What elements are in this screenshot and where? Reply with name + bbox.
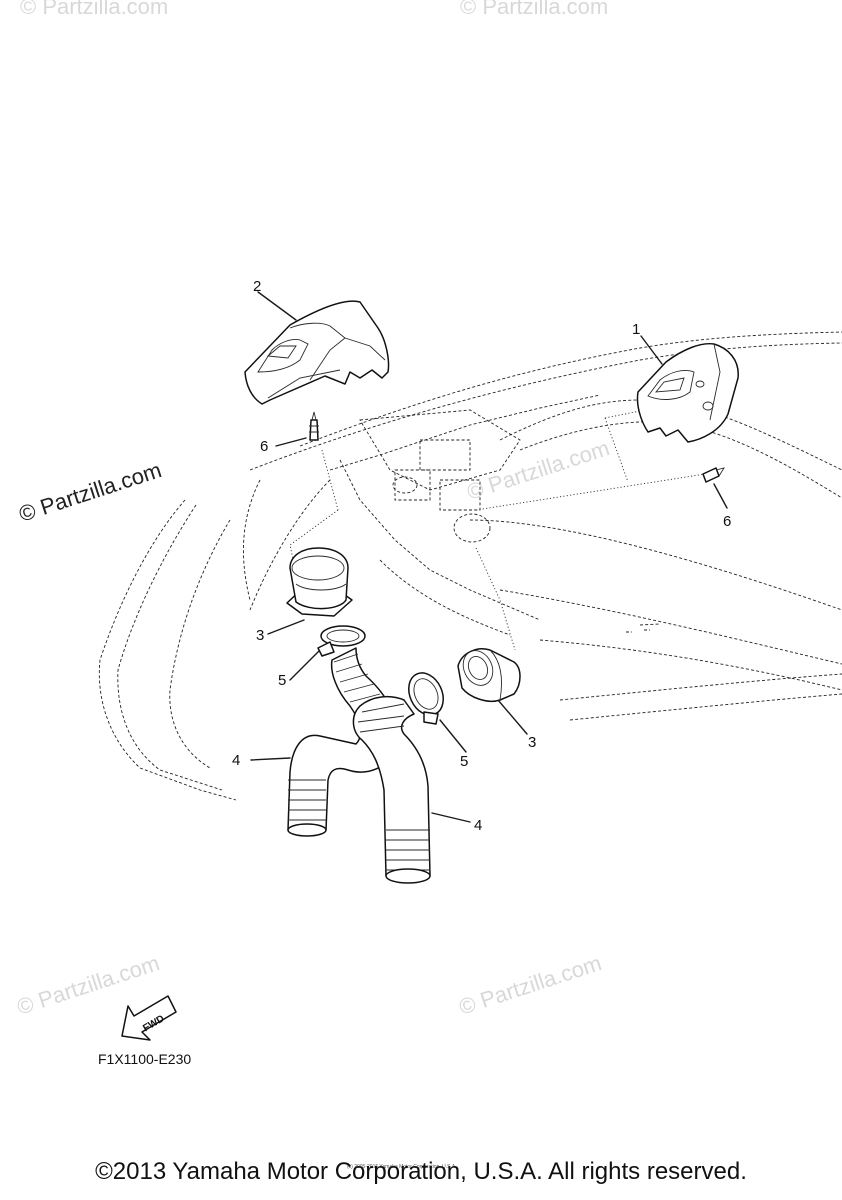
watermark-top-right: © Partzilla.com bbox=[460, 0, 608, 19]
callout-screw-right: 6 bbox=[723, 513, 731, 530]
clamp-left-part bbox=[317, 625, 366, 657]
screw-right-part bbox=[702, 467, 725, 483]
watermark-bottom-right: © Partzilla.com bbox=[456, 950, 605, 1020]
callout-screw-left: 6 bbox=[260, 438, 268, 455]
leader-lines bbox=[250, 291, 728, 823]
callout-hose-left: 4 bbox=[232, 752, 240, 769]
callout-clamp-right: 5 bbox=[460, 753, 468, 770]
watermark-bottom-left: © Partzilla.com bbox=[14, 950, 163, 1020]
diagram-code: F1X1100-E230 bbox=[98, 1051, 191, 1067]
fwd-arrow-icon: FWD bbox=[121, 995, 177, 1041]
screw-left-part bbox=[309, 411, 319, 441]
hose-right-part bbox=[352, 695, 431, 884]
clamp-right-part bbox=[408, 672, 444, 725]
copyright-notice: ©2013 Yamaha Motor Corporation, U.S.A. A… bbox=[95, 1158, 747, 1185]
duct-joint-lower-part bbox=[457, 648, 521, 702]
callout-clamp-left: 5 bbox=[278, 672, 286, 689]
watermark-mid-right: © Partzilla.com bbox=[464, 435, 613, 505]
callout-duct-joint-lower: 3 bbox=[528, 734, 536, 751]
duct-joint-upper-part bbox=[286, 547, 353, 617]
callout-cover-left: 2 bbox=[253, 278, 261, 295]
callout-cover-right: 1 bbox=[632, 321, 640, 338]
hose-right-ribs bbox=[357, 703, 430, 871]
watermark-group: © Partzilla.com © Partzilla.com © Partzi… bbox=[14, 0, 613, 1020]
callout-labels: 1 2 3 3 4 4 5 5 6 6 bbox=[232, 278, 731, 834]
watermark-main: © Partzilla.com bbox=[16, 457, 165, 527]
callout-duct-joint-upper: 3 bbox=[256, 627, 264, 644]
cover-left-part bbox=[244, 300, 390, 405]
watermark-top-left: © Partzilla.com bbox=[20, 0, 168, 19]
callout-hose-right: 4 bbox=[474, 817, 482, 834]
small-print: (c) 2005-2016 Yamaha Motor Corporation, … bbox=[347, 1164, 457, 1170]
cover-right-part bbox=[636, 342, 739, 443]
